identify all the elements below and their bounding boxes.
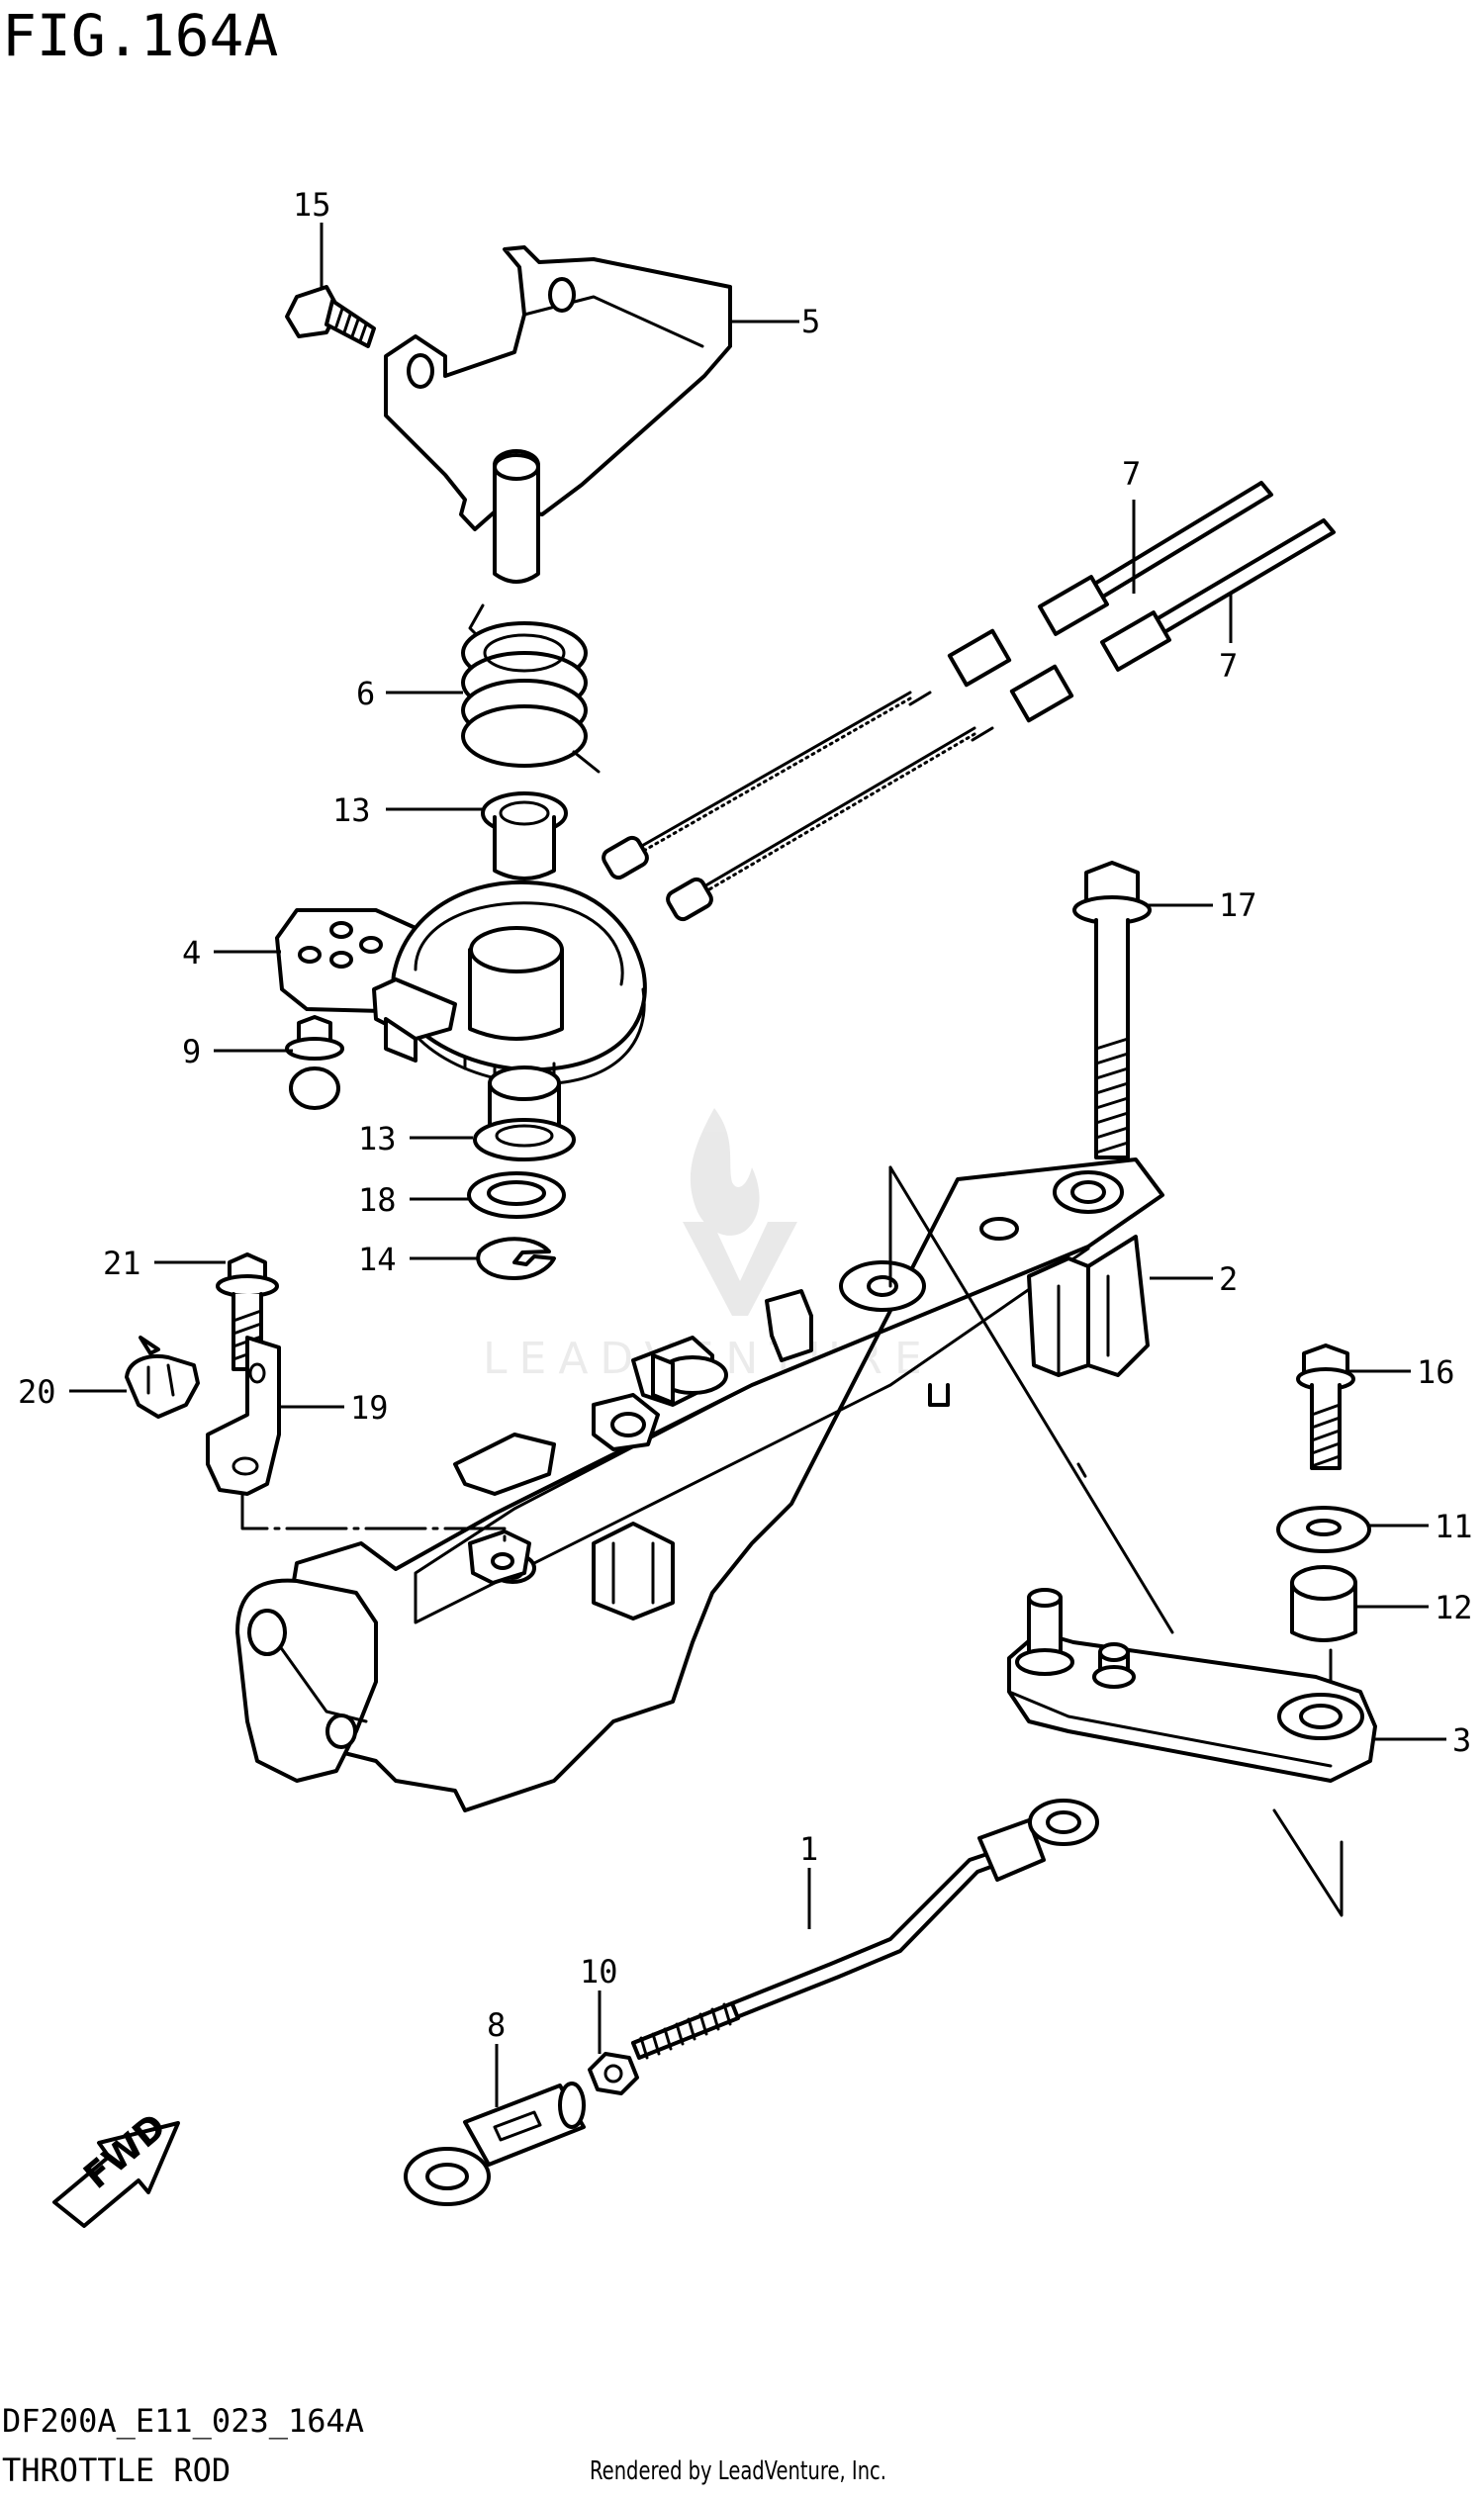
part-13-bushing-upper [481, 791, 568, 880]
callout-17: 17 [1219, 886, 1257, 924]
part-7-cables [602, 481, 1336, 922]
callout-1: 1 [799, 1830, 818, 1868]
callout-19: 19 [350, 1389, 389, 1427]
figure-title: FIG.164A [2, 2, 278, 69]
callout-6: 6 [356, 675, 375, 712]
callout-13-lower: 13 [358, 1120, 397, 1157]
callout-20: 20 [18, 1373, 56, 1411]
callout-16: 16 [1417, 1353, 1455, 1391]
callout-18: 18 [358, 1181, 397, 1219]
part-3-lever [1007, 1588, 1377, 1917]
part-20-clip [125, 1336, 200, 1419]
callout-8: 8 [487, 2006, 506, 2044]
part-6-spring [461, 603, 601, 774]
callout-5: 5 [801, 303, 820, 340]
diagram-name: THROTTLE ROD [2, 2452, 231, 2489]
fwd-arrow: FWD [52, 2106, 180, 2228]
callout-4: 4 [182, 934, 201, 972]
part-5-bracket [384, 245, 732, 584]
leader-lines [69, 223, 1446, 2107]
callout-11: 11 [1435, 1508, 1473, 1545]
callout-3: 3 [1452, 1721, 1471, 1759]
callout-2: 2 [1219, 1260, 1238, 1298]
part-1-rod [631, 1799, 1099, 2060]
part-9-ball-stud [285, 1015, 344, 1110]
callout-9: 9 [182, 1033, 201, 1070]
callout-12: 12 [1435, 1589, 1473, 1626]
part-17-bolt [1072, 861, 1152, 1159]
callout-7-lower: 7 [1219, 647, 1238, 685]
part-18-washer [467, 1171, 566, 1219]
callout-13-upper: 13 [332, 791, 371, 829]
callout-15: 15 [293, 186, 331, 224]
diagram-code: DF200A_E11_023_164A [2, 2402, 364, 2440]
callout-10: 10 [580, 1953, 618, 1991]
part-11-washer [1276, 1506, 1371, 1553]
throttle-holder [235, 1157, 1164, 1812]
callouts: 15 5 7 7 6 13 4 17 9 13 18 14 2 21 16 20… [18, 186, 1473, 2044]
part-12-collar [1290, 1565, 1357, 1642]
callout-21: 21 [103, 1245, 141, 1282]
part-8-rod-end [404, 2082, 586, 2206]
part-16-bolt [1296, 1343, 1355, 1470]
part-4-drum [275, 880, 647, 1085]
part-14-e-clip [476, 1237, 556, 1280]
part-13-bushing-lower [473, 1065, 576, 1161]
part-15-bolt [285, 285, 376, 348]
part-10-nut [588, 2052, 639, 2095]
part-19-plate [206, 1336, 281, 1496]
callout-7-upper: 7 [1122, 455, 1141, 493]
rendered-by: Rendered by LeadVenture, Inc. [590, 2456, 886, 2486]
callout-14: 14 [358, 1241, 397, 1278]
assembly-lines [240, 1165, 1174, 1634]
